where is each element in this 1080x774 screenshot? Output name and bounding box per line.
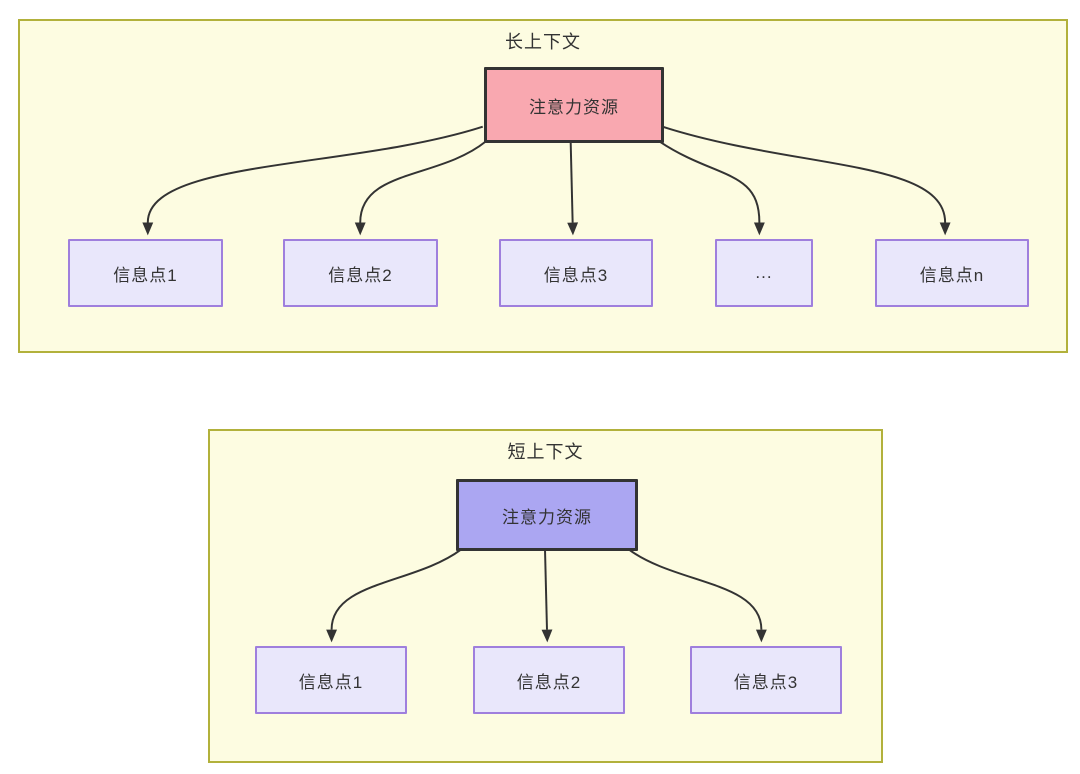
arrow-to-info-3 — [628, 548, 767, 643]
attention-node-short: 注意力资源 — [456, 479, 638, 551]
long-context-container: 长上下文 注意力资源 信息点1 信息点2 信息点3 ... 信息点n — [18, 19, 1068, 353]
info-node-short-3: 信息点3 — [690, 646, 842, 714]
arrow-to-info-2 — [541, 549, 553, 643]
info-node-long-1: 信息点1 — [68, 239, 223, 307]
info-node-short-1: 信息点1 — [255, 646, 407, 714]
arrow-to-info-1 — [142, 125, 484, 236]
info-node-long-2: 信息点2 — [283, 239, 438, 307]
info-node-long-n: 信息点n — [875, 239, 1029, 307]
info-node-long-3: 信息点3 — [499, 239, 653, 307]
arrow-to-info-1 — [326, 548, 462, 643]
arrow-to-info-5 — [662, 125, 951, 236]
short-context-title: 短上下文 — [507, 442, 584, 462]
arrow-to-info-2 — [354, 140, 487, 236]
info-node-short-2: 信息点2 — [473, 646, 625, 714]
attention-node-long: 注意力资源 — [484, 67, 664, 143]
long-context-title: 长上下文 — [505, 32, 581, 52]
short-context-container: 短上下文 注意力资源 信息点1 信息点2 信息点3 — [208, 429, 883, 763]
arrow-to-info-3 — [567, 141, 579, 236]
info-node-long-ellipsis: ... — [715, 239, 813, 307]
arrow-to-info-4 — [659, 140, 765, 236]
